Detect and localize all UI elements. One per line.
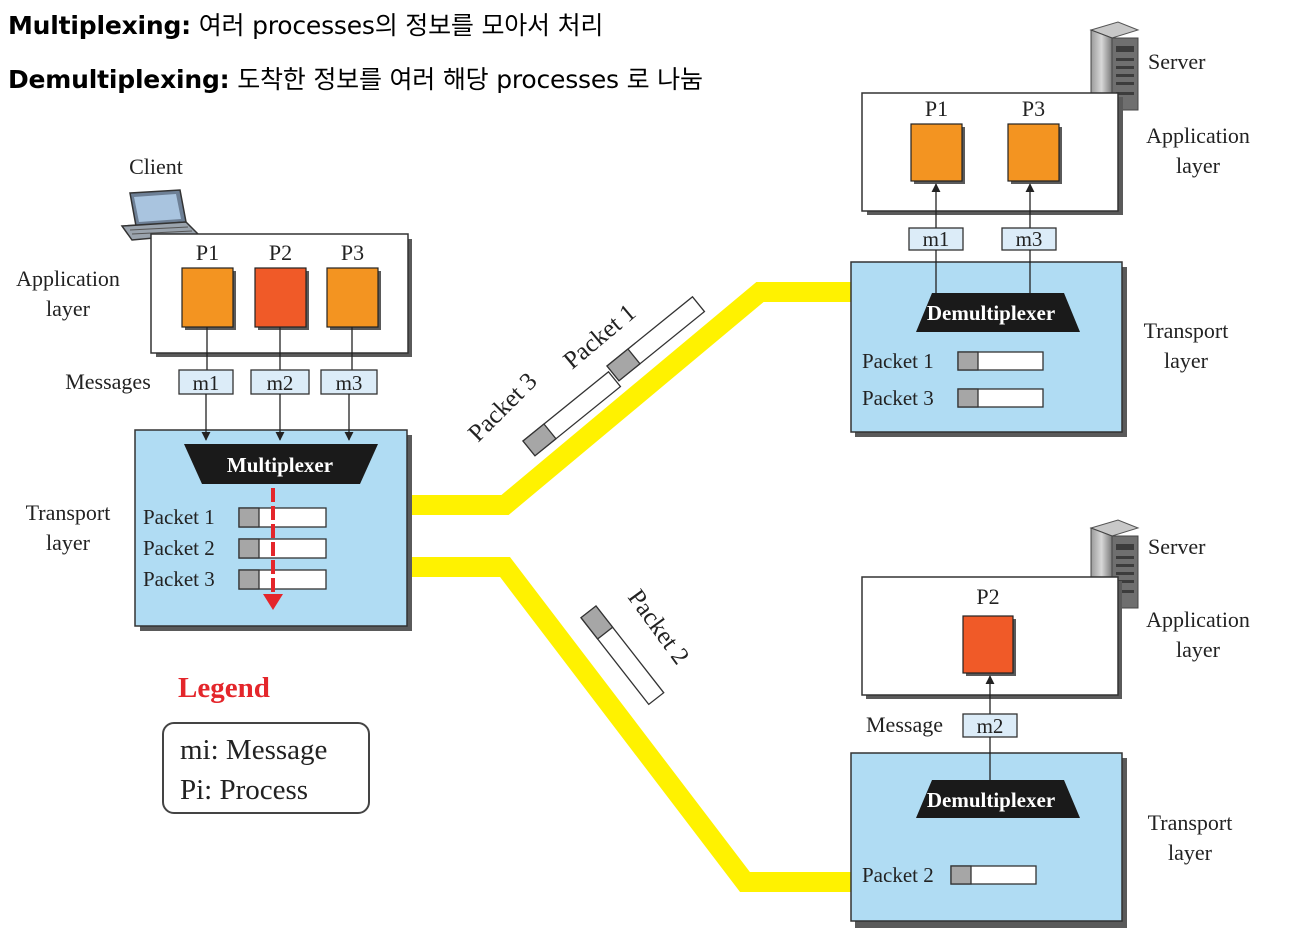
- server-top-transport-layer-label: Transport layer: [1143, 318, 1229, 373]
- server-top-application-layer-label: Application layer: [1146, 123, 1250, 178]
- client-message-m2-label: m2: [267, 371, 294, 395]
- multiplexer-label: Multiplexer: [227, 453, 333, 477]
- server-top-message-m3-label: m3: [1016, 227, 1043, 251]
- server-bottom-label: Server: [1148, 534, 1206, 559]
- server-top-demultiplexer-shape: [916, 293, 1080, 332]
- client-process-p1-label: P1: [195, 240, 220, 265]
- client-process-p3-label: P3: [340, 240, 365, 265]
- transit-packet-2: [580, 605, 665, 706]
- client-label: Client: [129, 154, 183, 179]
- server-top-process-p1-label: P1: [924, 96, 949, 121]
- client-message-m3-label: m3: [336, 371, 363, 395]
- client-packet-1-label: Packet 1: [143, 505, 215, 529]
- server-bottom-demultiplexer-shape: [916, 780, 1080, 818]
- server-bottom-message-m2-label: m2: [977, 714, 1004, 738]
- server-top-packet-1: [957, 351, 1044, 371]
- server-bottom-packet-2-label: Packet 2: [862, 863, 934, 887]
- heading-demultiplexing-desc: 도착한 정보를 여러 해당 processes 로 나눔: [229, 65, 703, 94]
- client-packet-1: [238, 507, 327, 528]
- client-message-m1-label: m1: [193, 371, 220, 395]
- heading-multiplexing-term: Multiplexing:: [8, 11, 191, 40]
- heading-demultiplexing: Demultiplexing: 도착한 정보를 여러 해당 processes …: [8, 60, 703, 96]
- link-client-to-server-bottom: [412, 557, 852, 892]
- legend-item-message: mi: Message: [180, 734, 328, 766]
- server-top-process-p3-label: P3: [1021, 96, 1046, 121]
- server-top-message-m3: [1001, 227, 1057, 251]
- server-bottom-process-p2-label: P2: [976, 584, 1000, 609]
- server-top-icon: [1089, 21, 1140, 111]
- client-message-m3: [320, 369, 378, 395]
- heading-multiplexing-desc: 여러 processes의 정보를 모아서 처리: [190, 11, 604, 40]
- legend-box: mi: Message Pi: Process: [162, 722, 370, 814]
- client-message-m1: [178, 369, 234, 395]
- laptop-icon: [120, 189, 200, 241]
- heading-demultiplexing-term: Demultiplexing:: [8, 65, 230, 94]
- client-packet-2: [238, 538, 327, 559]
- server-bottom-packet-2: [950, 865, 1037, 885]
- legend-item-process: Pi: Process: [180, 774, 309, 806]
- server-top-message-m1-label: m1: [923, 227, 950, 251]
- link-client-to-server-top: [412, 282, 852, 515]
- server-bottom-transport-layer-label: Transport layer: [1147, 810, 1233, 865]
- server-top-packet-1-label: Packet 1: [862, 349, 934, 373]
- transit-packet-3: [522, 370, 622, 457]
- message-label: Message: [866, 712, 943, 737]
- server-bottom-demultiplexer-label: Demultiplexer: [927, 788, 1055, 812]
- transit-packet-1: [606, 295, 706, 382]
- heading-multiplexing: Multiplexing: 여러 processes의 정보를 모아서 처리: [8, 6, 603, 42]
- client-packet-3: [238, 569, 327, 590]
- server-top-demultiplexer-label: Demultiplexer: [927, 301, 1055, 325]
- messages-label: Messages: [65, 369, 151, 394]
- client-transport-layer-label: Transport layer: [25, 500, 111, 555]
- multiplexer-shape: [184, 444, 378, 484]
- client-packet-2-label: Packet 2: [143, 536, 215, 560]
- server-top-packet-3: [957, 388, 1044, 408]
- server-top-packet-3-label: Packet 3: [862, 386, 934, 410]
- client-packet-3-label: Packet 3: [143, 567, 215, 591]
- server-bottom-application-layer-label: Application layer: [1146, 607, 1250, 662]
- client-process-p2-label: P2: [268, 240, 293, 265]
- multiplexer-arrow-head: [263, 594, 283, 610]
- legend-title: Legend: [178, 672, 270, 704]
- client-application-layer-label: Application layer: [16, 266, 120, 321]
- server-top-label: Server: [1148, 49, 1206, 74]
